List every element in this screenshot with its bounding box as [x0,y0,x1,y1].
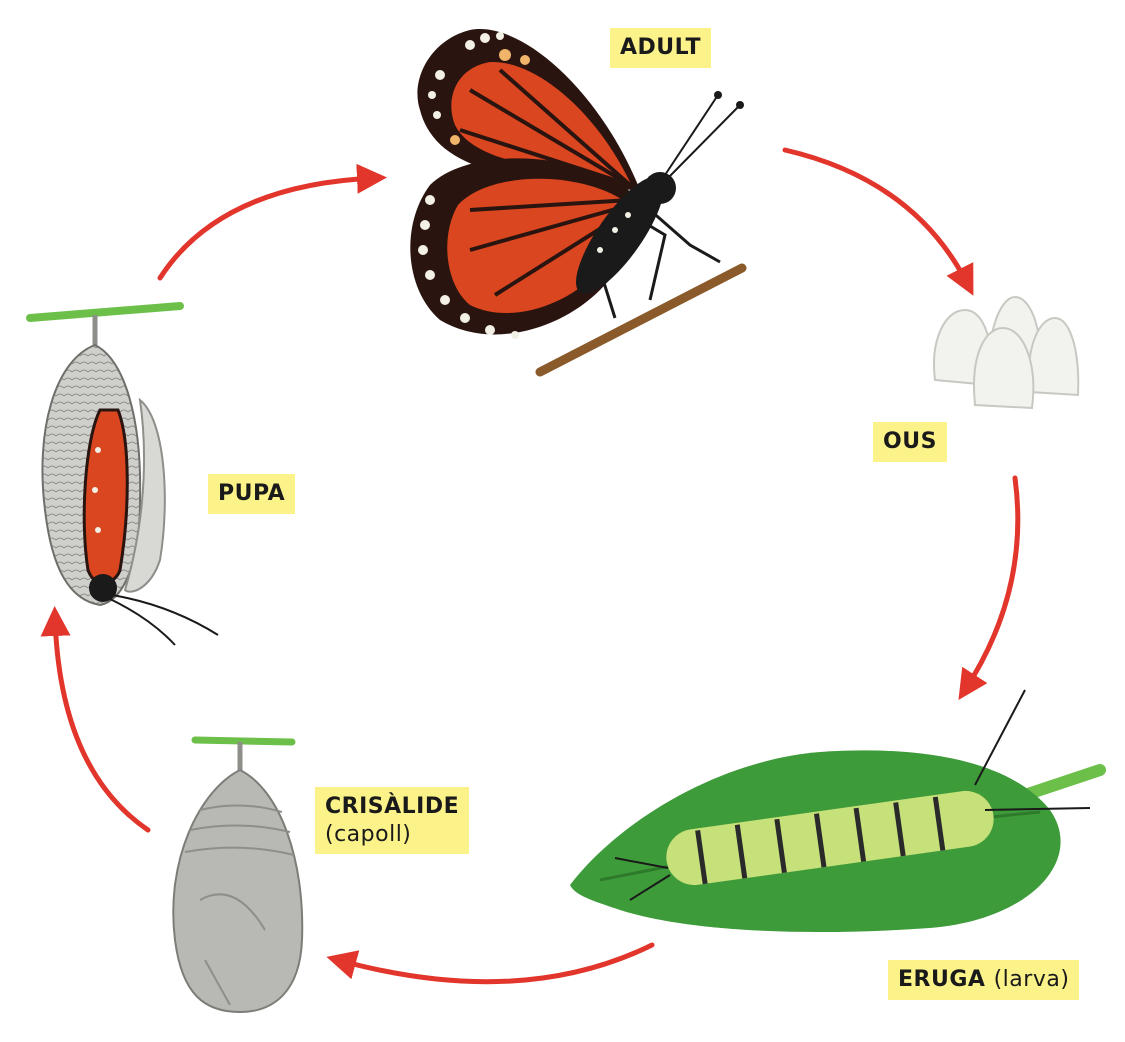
butterfly-illustration [410,29,747,377]
pupa-label-text: PUPA [218,481,286,506]
pupa-label: PUPA [208,474,296,514]
caterpillar-label-text: ERUGA [898,967,986,992]
chrysalis-illustration [172,736,304,1014]
arrow-pupa-to-adult [157,163,387,281]
eggs-label-text: OUS [883,429,937,454]
arrow-caterpillar-to-chrysalis [326,942,655,985]
adult-label: ADULT [610,28,712,68]
arrow-chrysalis-to-pupa [40,606,151,833]
caterpillar-sublabel-text: (larva) [993,967,1070,992]
eggs-illustration [933,295,1080,410]
chrysalis-label: CRISÀLIDE (capoll) [315,787,470,854]
arrow-adult-to-eggs [782,147,974,296]
cycle-arrows [40,147,1021,985]
eggs-label: OUS [873,422,947,462]
caterpillar-illustration [570,689,1106,933]
arrow-eggs-to-caterpillar [958,475,1021,701]
adult-label-text: ADULT [620,35,702,60]
caterpillar-label: ERUGA (larva) [888,960,1080,1000]
chrysalis-label-text: CRISÀLIDE [325,794,460,819]
pupa-illustration [26,302,219,646]
chrysalis-sublabel-text: (capoll) [325,821,412,847]
